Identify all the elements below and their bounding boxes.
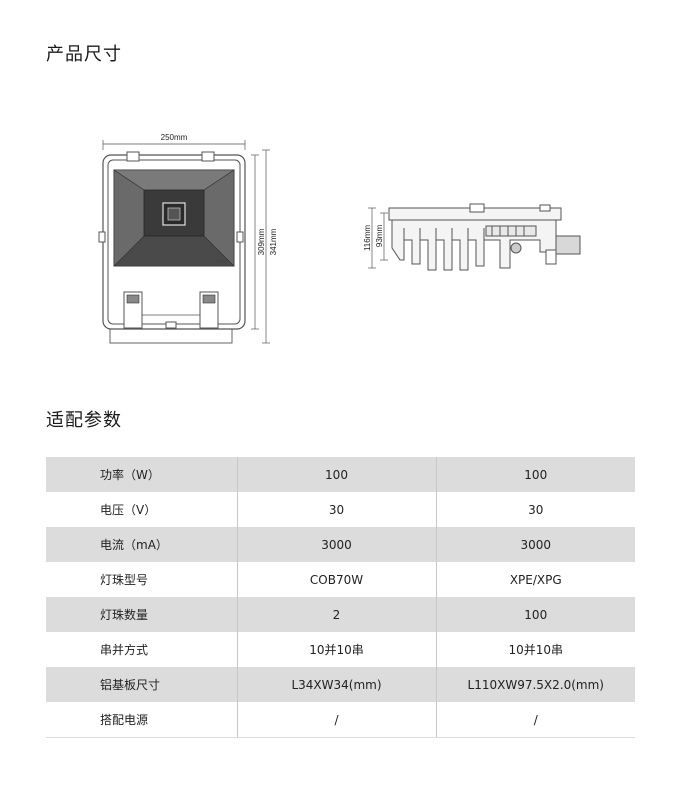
side-view-drawing — [368, 203, 581, 271]
table-row: 搭配电源 / / — [46, 702, 635, 738]
table-row: 灯珠型号 COB70W XPE/XPG — [46, 562, 635, 597]
cell-value: / — [435, 702, 635, 738]
table-row: 电压（V） 30 30 — [46, 492, 635, 527]
cell-value: COB70W — [236, 562, 436, 597]
side-inner-height-label: 93mm — [375, 225, 384, 248]
row-label: 串并方式 — [46, 632, 237, 667]
table-row: 串并方式 10并10串 10并10串 — [46, 632, 635, 667]
row-label: 功率（W） — [46, 457, 237, 492]
params-table: 功率（W） 100 100 电压（V） 30 30 电流（mA） 3000 30… — [46, 457, 635, 738]
cell-value: XPE/XPG — [435, 562, 635, 597]
table-row: 铝基板尺寸 L34XW34(mm) L110XW97.5X2.0(mm) — [46, 667, 635, 702]
product-dimensions-title: 产品尺寸 — [46, 44, 122, 65]
cell-value: L110XW97.5X2.0(mm) — [435, 667, 635, 702]
adapter-params-title: 适配参数 — [46, 410, 122, 431]
row-label: 搭配电源 — [46, 702, 237, 738]
ip-rating-label: IP66 — [217, 259, 228, 265]
dimension-drawing: 250mm 309mm 341mm IP66 — [98, 133, 581, 344]
front-inner-height-label: 309mm — [257, 228, 266, 255]
cell-value: 10并10串 — [435, 632, 635, 667]
row-label: 灯珠数量 — [46, 597, 237, 632]
row-label: 灯珠型号 — [46, 562, 237, 597]
cell-value: 100 — [435, 457, 635, 492]
cell-value: / — [236, 702, 436, 738]
cell-value: L34XW34(mm) — [236, 667, 436, 702]
cell-value: 3000 — [236, 527, 436, 562]
row-label: 铝基板尺寸 — [46, 667, 237, 702]
cell-value: 3000 — [435, 527, 635, 562]
cell-value: 2 — [236, 597, 436, 632]
table-row: 功率（W） 100 100 — [46, 457, 635, 492]
table-row: 电流（mA） 3000 3000 — [46, 527, 635, 562]
row-label: 电压（V） — [46, 492, 237, 527]
cell-value: 100 — [236, 457, 436, 492]
front-view-drawing — [98, 140, 270, 344]
cell-value: 30 — [236, 492, 436, 527]
row-label: 电流（mA） — [46, 527, 237, 562]
table-row: 灯珠数量 2 100 — [46, 597, 635, 632]
front-outer-height-label: 341mm — [269, 228, 278, 255]
cell-value: 10并10串 — [236, 632, 436, 667]
cell-value: 30 — [435, 492, 635, 527]
cell-value: 100 — [435, 597, 635, 632]
front-width-label: 250mm — [161, 133, 188, 142]
side-outer-height-label: 116mm — [363, 225, 372, 251]
